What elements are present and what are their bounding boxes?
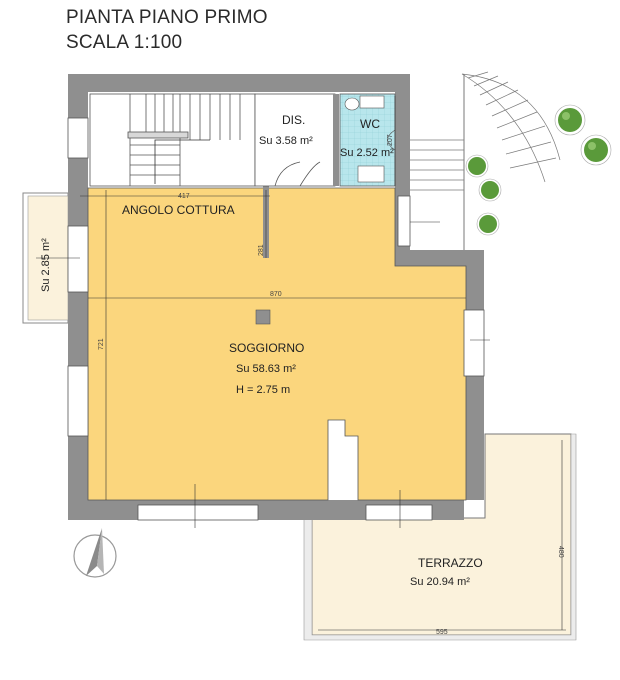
dim-281: 281 — [258, 244, 265, 256]
room-name-wc: WC — [360, 117, 380, 131]
exterior-stair — [410, 71, 561, 250]
wc-room — [339, 93, 396, 187]
room-area-terrace: Su 20.94 m² — [410, 576, 470, 588]
garden-trees — [465, 104, 612, 236]
dim-595: 595 — [436, 629, 448, 636]
plan-scale: SCALA 1:100 — [66, 32, 183, 53]
dis-room — [254, 93, 339, 187]
room-area-balcony: Su 2.85 m² — [40, 238, 52, 292]
dim-417: 417 — [178, 193, 190, 200]
room-area-living: Su 58.63 m² — [236, 363, 296, 375]
room-name-living: SOGGIORNO — [229, 341, 304, 355]
dim-870: 870 — [270, 291, 282, 298]
dim-207: 207 — [387, 134, 394, 146]
dimension-lines — [36, 96, 566, 631]
terrace — [303, 433, 577, 641]
room-area-dis: Su 3.58 m² — [259, 135, 313, 147]
north-arrow-icon — [73, 528, 117, 578]
plan-title: PIANTA PIANO PRIMO — [66, 7, 268, 28]
room-height-living: H = 2.75 m — [236, 384, 290, 396]
room-name-terrace: TERRAZZO — [418, 556, 483, 570]
stairwell — [89, 93, 256, 187]
room-area-wc: Su 2.52 m² — [340, 147, 394, 159]
room-name-kitchen: ANGOLO COTTURA — [122, 203, 235, 217]
windows — [67, 117, 485, 521]
dim-480: 480 — [557, 546, 564, 558]
room-name-dis: DIS. — [282, 113, 305, 127]
dim-721: 721 — [98, 338, 105, 350]
